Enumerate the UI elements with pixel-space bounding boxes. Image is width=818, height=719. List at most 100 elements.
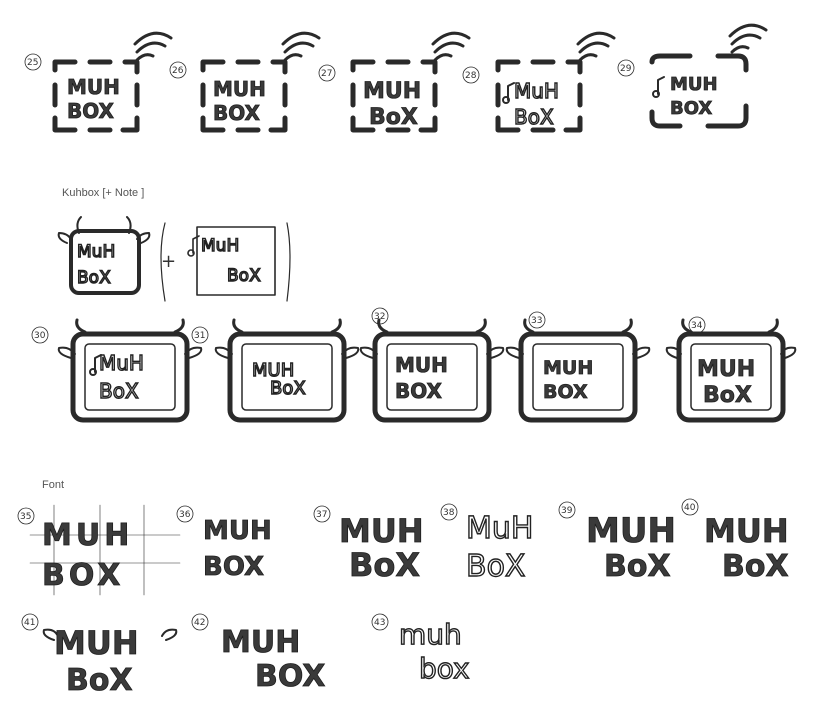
svg-text:MUH: MUH [221,625,300,660]
sketch-32-cow-tv: MUH BOX [359,318,505,423]
tv-frame [200,59,288,133]
svg-text:MUH: MUH [697,357,755,382]
sketch-number-39: 39 [558,501,576,519]
signal-waves-icon [281,31,321,62]
svg-text:BoX: BoX [349,546,420,584]
music-note-icon [502,82,515,104]
section-label-kuhbox: Kuhbox [+ Note ] [62,187,145,199]
svg-text:MUH: MUH [586,511,676,551]
cow-ears-icon [42,628,178,641]
svg-text:27: 27 [321,69,332,79]
svg-text:MUH: MUH [67,75,120,99]
svg-text:31: 31 [194,331,205,341]
svg-text:BoX: BoX [703,383,752,408]
sketch-43-font: muh box [398,617,470,685]
cow-horns-icon [377,318,487,334]
svg-text:BoX: BoX [66,663,133,698]
svg-text:BoX: BoX [514,105,554,129]
sketch-number-30: 30 [31,326,49,344]
svg-text:30: 30 [34,331,46,341]
svg-text:MuH: MuH [514,79,559,103]
svg-text:MuH: MuH [466,511,533,546]
sketch-number-37: 37 [313,505,331,523]
svg-text:BOX: BOX [203,552,264,582]
signal-waves-icon [133,31,173,62]
sketch-number-42: 42 [191,613,209,631]
music-note-icon [89,354,102,376]
sketch-29-tv-logo: MUH BOX [649,23,768,129]
tv-frame [350,59,438,133]
svg-text:36: 36 [179,510,191,520]
svg-text:BoX: BoX [369,105,418,130]
svg-text:43: 43 [374,618,385,628]
sketch-number-29: 29 [617,59,635,77]
svg-text:MuH: MuH [201,236,239,256]
music-note-icon [652,76,665,98]
svg-text:33: 33 [531,316,542,326]
svg-text:41: 41 [24,618,35,628]
sketch-37-font: MUH BoX [339,512,424,585]
svg-text:MuH: MuH [77,242,115,262]
sketch-number-40: 40 [681,498,699,516]
sketch-number-41: 41 [21,613,39,631]
tv-frame [495,59,583,133]
svg-text:MUH: MUH [203,516,272,546]
svg-text:BoX: BoX [466,549,526,584]
svg-text:BOX: BOX [255,659,325,694]
sketch-number-31: 31 [191,326,209,344]
sketch-number-36: 36 [176,505,194,523]
svg-text:BOX: BOX [67,99,115,123]
svg-text:37: 37 [316,510,327,520]
sketch-33-cow-tv: MUH BOX [505,318,651,423]
svg-text:25: 25 [27,58,38,68]
sketch-number-35: 35 [17,507,35,525]
sketch-27-tv-logo: MUH BoX [350,31,471,133]
sketch-26-tv-logo: MUH BOX [200,31,321,133]
cow-ears-icon [214,346,360,359]
svg-text:BOX: BOX [213,101,261,125]
sketch-31-cow-tv: MUH BoX [214,318,360,423]
sketch-number-26: 26 [169,61,187,79]
svg-text:MUH: MUH [213,77,266,101]
signal-waves-icon [576,31,616,62]
section-label-font: Font [42,479,65,491]
svg-text:42: 42 [194,618,205,628]
svg-text:+: + [161,251,176,272]
svg-text:34: 34 [691,321,703,331]
svg-text:32: 32 [374,312,385,322]
svg-text:35: 35 [20,512,31,522]
svg-text:38: 38 [443,508,455,518]
cow-horns-icon [523,318,633,334]
svg-text:BoX: BoX [722,549,789,584]
svg-text:40: 40 [684,503,696,513]
guide-grid [29,504,181,596]
music-note-icon [187,235,200,257]
tv-frame [52,59,140,133]
sketch-42-font: MUH BOX [221,625,326,695]
cow-horns-icon [232,318,342,334]
sketch-30-cow-tv: MuH BoX [57,318,203,423]
svg-text:26: 26 [172,66,184,76]
sketch-number-43: 43 [371,613,389,631]
sketch-40-font: MUH BoX [704,512,789,585]
svg-text:BoX: BoX [270,378,306,399]
svg-text:BOX: BOX [670,98,712,119]
svg-text:MUH: MUH [54,624,139,662]
sketch-35-font: MUH BOX [29,504,181,596]
svg-text:MUH: MUH [363,79,421,104]
svg-text:BoX: BoX [604,549,671,584]
svg-text:MUH: MUH [42,518,133,553]
svg-text:muh: muh [399,618,462,651]
svg-text:MuH: MuH [99,351,144,375]
sketch-34-cow-tv: MUH BoX [665,318,797,423]
svg-text:BoX: BoX [227,266,261,286]
svg-text:MUH: MUH [252,360,294,381]
sketch-number-28: 28 [462,66,480,84]
svg-text:box: box [419,652,470,685]
svg-text:BOX: BOX [543,381,588,403]
sketch-36-font: MUH BOX [203,516,273,583]
signal-waves-icon [431,31,471,62]
sketch-28-tv-logo: MuH BoX [495,31,616,133]
svg-text:MUH: MUH [543,357,593,379]
sketch-number-38: 38 [440,503,458,521]
